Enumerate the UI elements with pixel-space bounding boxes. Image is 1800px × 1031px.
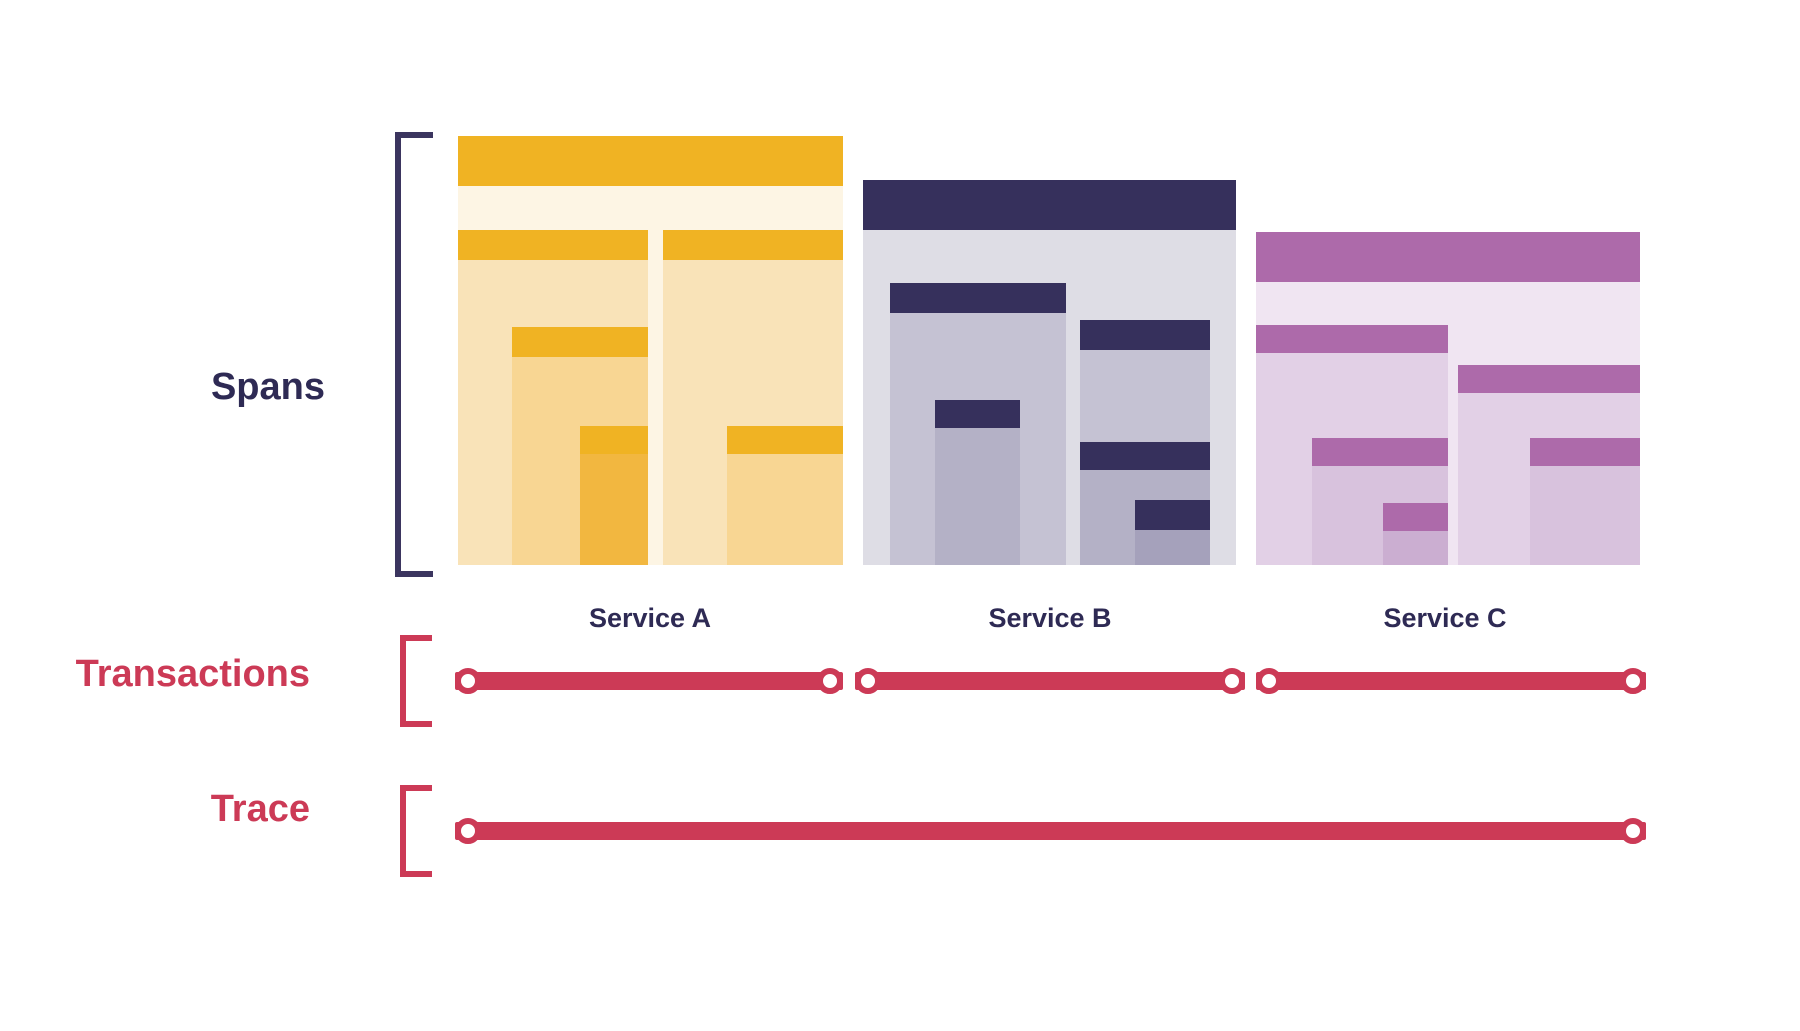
- span-header-bar: [580, 426, 648, 454]
- row-label-spans: Spans: [210, 366, 325, 408]
- service-group-service-c: [1256, 232, 1640, 565]
- service-caption-service-b: Service B: [988, 603, 1112, 633]
- row-label-trace: Trace: [210, 788, 310, 830]
- transaction-start-node-icon[interactable]: [855, 668, 881, 694]
- trace-timeline[interactable]: [455, 818, 1646, 844]
- span-header-bar: [512, 327, 648, 357]
- span-body: [727, 454, 843, 565]
- trace-end-node-icon[interactable]: [1620, 818, 1646, 844]
- span-body: [935, 428, 1020, 565]
- spans-bracket-icon: [395, 132, 433, 577]
- transaction-line: [855, 672, 1245, 690]
- transaction-line: [455, 672, 843, 690]
- trace-bracket-icon: [400, 785, 432, 877]
- span-header-bar: [1312, 438, 1448, 466]
- transactions-bracket-icon: [400, 635, 432, 727]
- span-header-bar: [1135, 500, 1210, 530]
- transaction-start-node-icon[interactable]: [455, 668, 481, 694]
- service-group-service-a: [458, 136, 843, 565]
- span-body: [1383, 531, 1448, 565]
- span-header-bar: [1080, 442, 1210, 470]
- spans-chart: [458, 136, 1640, 565]
- span-header-bar: [1383, 503, 1448, 531]
- span-header-bar: [935, 400, 1020, 428]
- transaction-timeline-3[interactable]: [1256, 668, 1646, 694]
- transaction-line: [1256, 672, 1646, 690]
- trace-line: [455, 822, 1646, 840]
- span-header-bar: [1458, 365, 1640, 393]
- span-body: [1530, 466, 1640, 565]
- transaction-end-node-icon[interactable]: [1620, 668, 1646, 694]
- span-header-bar: [458, 230, 648, 260]
- row-label-transactions: Transactions: [75, 653, 310, 695]
- span-header-bar: [458, 136, 843, 186]
- span-header-bar: [1530, 438, 1640, 466]
- service-caption-service-a: Service A: [588, 603, 712, 633]
- span-header-bar: [890, 283, 1066, 313]
- transaction-timeline-2[interactable]: [855, 668, 1245, 694]
- span-header-bar: [1256, 325, 1448, 353]
- span-header-bar: [1080, 320, 1210, 350]
- transaction-end-node-icon[interactable]: [1219, 668, 1245, 694]
- transaction-end-node-icon[interactable]: [817, 668, 843, 694]
- transaction-start-node-icon[interactable]: [1256, 668, 1282, 694]
- span-header-bar: [1256, 232, 1640, 282]
- span-header-bar: [663, 230, 843, 260]
- trace-start-node-icon[interactable]: [455, 818, 481, 844]
- service-caption-service-c: Service C: [1383, 603, 1507, 633]
- service-group-service-b: [863, 180, 1236, 565]
- span-body: [1135, 530, 1210, 565]
- span-body: [580, 454, 648, 565]
- transaction-timeline-1[interactable]: [455, 668, 843, 694]
- span-header-bar: [727, 426, 843, 454]
- span-header-bar: [863, 180, 1236, 230]
